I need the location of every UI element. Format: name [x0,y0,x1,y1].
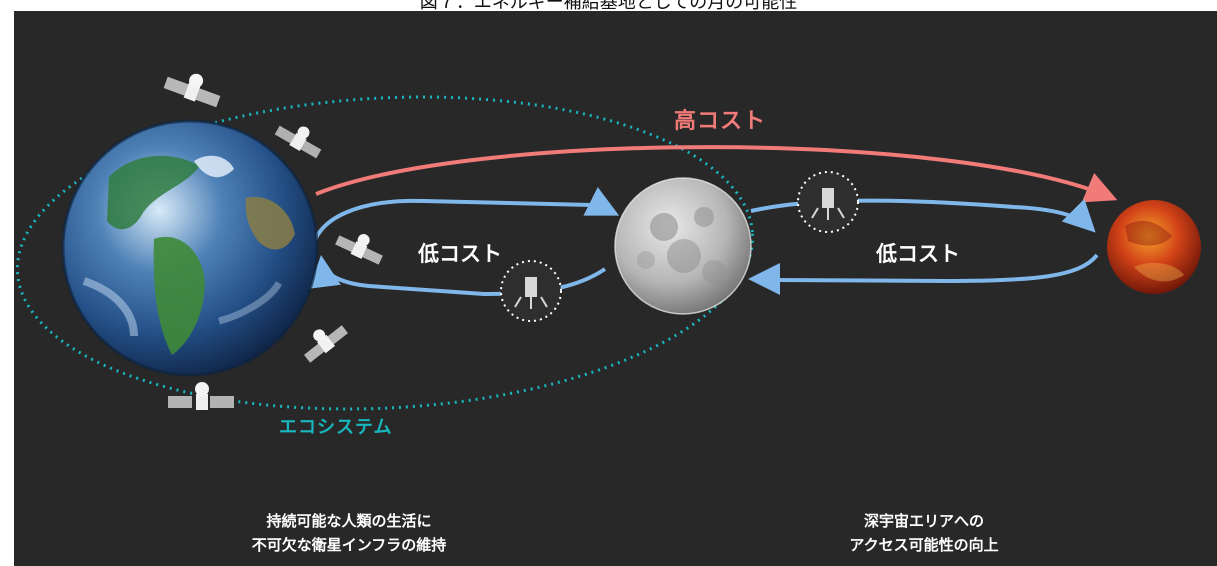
lander-icon [500,260,562,322]
left-note-line1: 持続可能な人類の生活に [266,512,432,530]
ecosystem-orbit [15,95,755,411]
satellite-icon [168,382,234,410]
mars-icon [1107,200,1201,294]
diagram-canvas [15,73,1201,411]
low-cost-arrow-earth-to-moon [310,186,620,257]
right-note-line2: アクセス可能性の向上 [849,536,999,554]
low-cost-label-earth-moon: 低コスト [418,242,502,266]
figure-caption: 図７：エネルギー補給基地としての月の可能性 [419,0,798,13]
left-note: 持続可能な人類の生活に 不可欠な衛星インフラの維持 [179,509,519,557]
satellite-icon [335,234,383,265]
lander-icon [797,171,859,233]
low-cost-arrow-mars-to-moon [748,253,1099,296]
earth-icon [61,119,319,377]
satellite-icon [163,73,221,108]
left-note-line2: 不可欠な衛星インフラの維持 [251,536,447,554]
moon-icon [614,177,752,315]
high-cost-label: 高コスト [674,109,767,134]
low-cost-arrow-moon-to-earth [309,255,607,297]
right-note: 深宇宙エリアへの アクセス可能性の向上 [754,509,1094,557]
right-note-line1: 深宇宙エリアへの [863,512,984,530]
ecosystem-label: エコシステム [279,417,393,438]
diagram-panel: 高コスト 低コスト 低コスト エコシステム 持続可能な人類の生活に 不可欠な衛星… [14,11,1217,566]
satellite-icon [274,125,322,159]
satellite-icon [304,325,348,363]
high-cost-arrow [315,145,1118,203]
low-cost-arrow-moon-to-mars [750,198,1096,233]
low-cost-label-moon-mars: 低コスト [876,242,960,266]
